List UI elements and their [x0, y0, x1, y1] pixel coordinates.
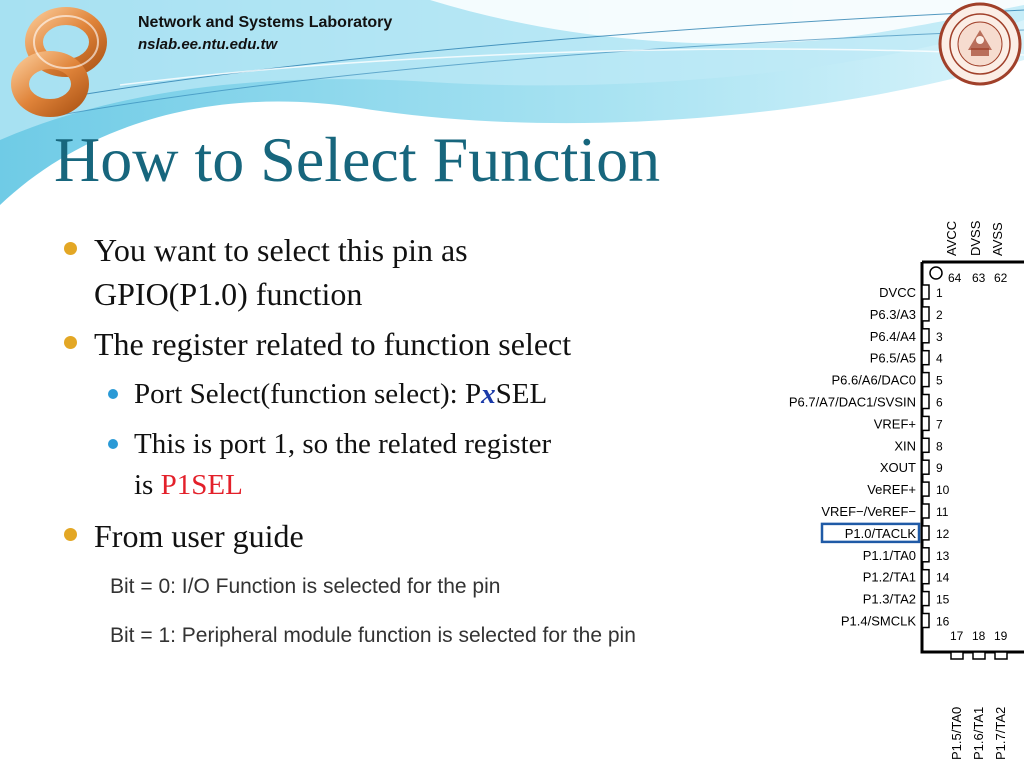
top-pin-label: AVCC [944, 221, 959, 256]
bottom-pin-label: P1.5/TA0 [949, 707, 964, 760]
pin-number: 5 [936, 374, 943, 388]
pin-label: P6.3/A3 [870, 307, 916, 322]
user-guide-line: Bit = 0: I/O Function is selected for th… [110, 575, 501, 598]
highlighted-pin-box [820, 522, 921, 544]
pin-number: 12 [936, 527, 950, 541]
pin-lead [921, 415, 930, 432]
bottom-pin-number: 19 [994, 629, 1008, 643]
top-pin-number: 62 [994, 271, 1008, 285]
pin-label: P1.3/TA2 [863, 592, 916, 607]
pin-label: P1.4/SMCLK [841, 614, 916, 629]
pin-number: 10 [936, 483, 950, 497]
pin-label: VREF−/VeREF− [821, 504, 916, 519]
pin-lead [921, 328, 930, 344]
pin-number: 1 [936, 286, 943, 300]
pin-lead [921, 481, 930, 497]
bottom-pin-number: 18 [972, 629, 986, 643]
pin-lead [921, 525, 930, 541]
bottom-pin-label: P1.6/TA1 [971, 707, 986, 760]
bullet-text: You want to select this pin as [94, 232, 468, 268]
lab-url: nslab.ee.ntu.edu.tw [138, 36, 278, 53]
pin1-marker [929, 266, 943, 280]
pin-number: 8 [936, 439, 943, 453]
bullet-item: The register related to function select [62, 322, 571, 366]
bottom-pin-lead [950, 651, 964, 660]
pin-label: P6.4/A4 [870, 329, 916, 344]
pin-label: P1.1/TA0 [863, 548, 916, 563]
pin-lead [921, 306, 930, 322]
header-wave-background [0, 0, 1024, 205]
sub-bullet-text: Port Select(function select): P [134, 378, 482, 410]
sub-bullet-text: This is port 1, so the related register [134, 428, 552, 460]
pin-lead [921, 590, 930, 607]
bottom-pin-label: P1.7/TA2 [993, 707, 1008, 760]
lab-name: Network and Systems Laboratory [138, 14, 393, 31]
bullet-text: From user guide [94, 518, 304, 554]
pin-lead [921, 393, 930, 410]
pin-label: P1.2/TA1 [863, 570, 916, 585]
slide-body: You want to select this pin as GPIO(P1.0… [62, 228, 732, 668]
pin-number: 11 [936, 505, 949, 519]
bullet-text-continued: GPIO(P1.0) function [94, 276, 363, 312]
bottom-pin-lead [994, 651, 1008, 660]
pin-lead [921, 547, 930, 563]
top-pin-label: AVSS [990, 222, 1005, 256]
pin-lead [921, 612, 930, 629]
pin-label: P6.6/A6/DAC0 [831, 373, 916, 388]
pin-lead [921, 371, 930, 388]
user-guide-line: Bit = 1: Peripheral module function is s… [110, 624, 636, 647]
top-pin-number: 63 [972, 271, 986, 285]
bottom-pin-lead [972, 651, 986, 660]
pin-lead [921, 437, 930, 454]
pin-label: VeREF+ [867, 482, 916, 497]
pin-lead [921, 568, 930, 585]
pin-number: 4 [936, 352, 943, 366]
pin-label: P6.7/A7/DAC1/SVSIN [789, 395, 916, 410]
pin-label: XOUT [880, 460, 916, 475]
pin-number: 7 [936, 417, 943, 431]
pin-number: 16 [936, 615, 950, 629]
sub-bullet-suffix: SEL [495, 378, 548, 410]
pin-number: 9 [936, 461, 943, 475]
pin-lead [921, 349, 930, 366]
slide-title: How to Select Function [54, 124, 661, 195]
sub-bullet-item: This is port 1, so the related register … [106, 424, 551, 506]
pin-label: P6.5/A5 [870, 351, 916, 366]
pin-label: DVCC [879, 285, 916, 300]
sub-bullet-prefix: is [134, 469, 161, 501]
pin-number: 13 [936, 549, 950, 563]
register-name-highlight: P1SEL [160, 469, 243, 501]
top-pin-label: DVSS [968, 220, 983, 256]
pin-label: XIN [894, 438, 916, 453]
pin-label: P1.0/TACLK [845, 526, 917, 541]
lab-logo-icon [11, 7, 107, 117]
pin-number: 14 [936, 571, 950, 585]
university-seal-icon [938, 2, 1022, 86]
bullet-text: The register related to function select [94, 326, 572, 362]
pin-number: 2 [936, 308, 943, 322]
chip-package-outline [920, 260, 1024, 654]
pin-number: 3 [936, 330, 943, 344]
pin-label: VREF+ [874, 416, 916, 431]
pin-lead [921, 284, 930, 300]
pin-lead [921, 459, 930, 475]
pin-number: 15 [936, 593, 950, 607]
pin-number: 6 [936, 396, 943, 410]
top-pin-number: 64 [948, 271, 962, 285]
bullet-item: From user guide [62, 514, 304, 558]
sub-bullet-item: Port Select(function select): PxSEL [106, 374, 547, 415]
register-variable: x [481, 378, 496, 410]
pin-lead [921, 503, 930, 519]
bullet-item: You want to select this pin as GPIO(P1.0… [62, 228, 468, 316]
bottom-pin-number: 17 [950, 629, 964, 643]
